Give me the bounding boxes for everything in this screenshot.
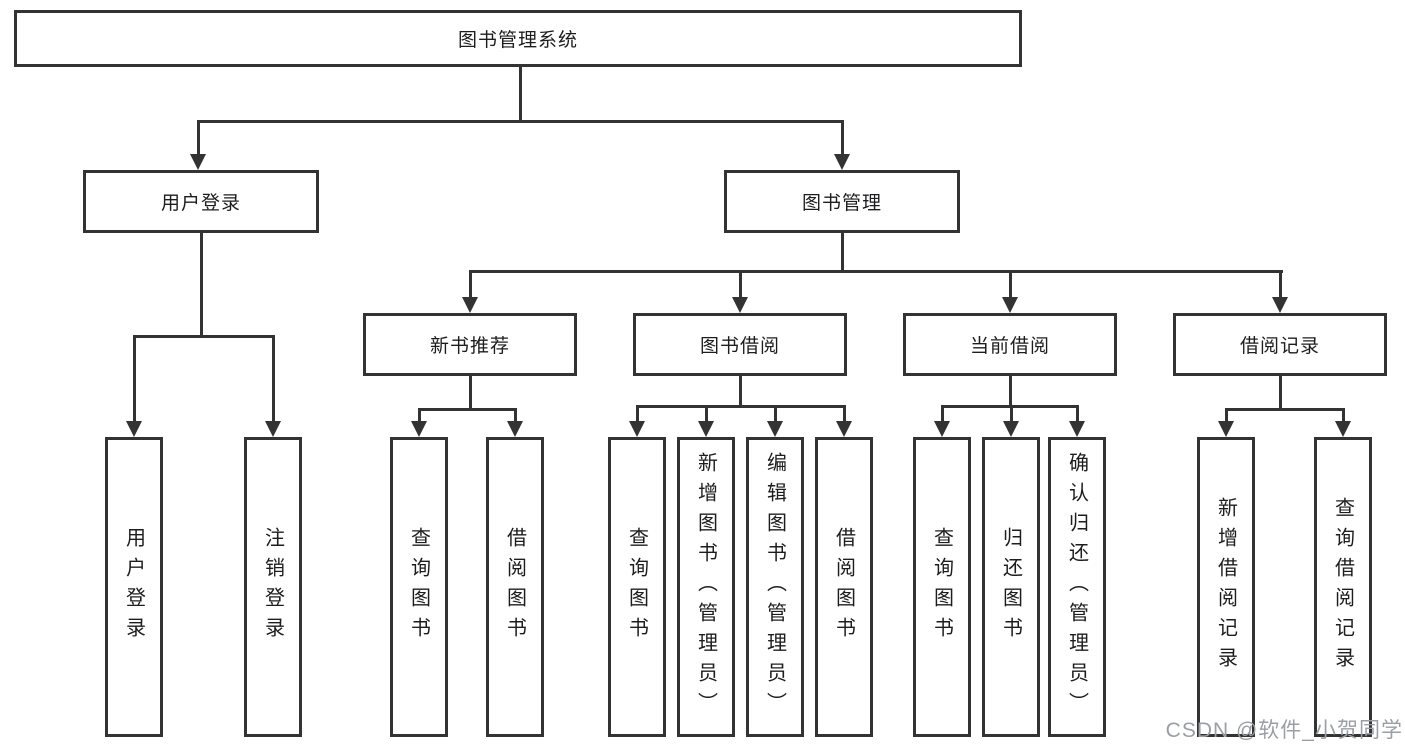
leaf-label: 借阅图书	[832, 527, 855, 647]
leaf-label: 编辑图书（管理员）	[763, 452, 786, 722]
leaf-borrow-books-borrowing: 借阅图书	[815, 437, 873, 737]
node-user-login: 用户登录	[83, 170, 319, 233]
arrowhead-down-icon	[1003, 405, 1019, 437]
arrowhead-down-icon	[1002, 270, 1018, 313]
arrowhead-down-icon	[629, 405, 645, 437]
connector-user-login-hline	[132, 335, 275, 338]
leaf-edit-books-admin: 编辑图书（管理员）	[746, 437, 804, 737]
arrowhead-down-icon	[1069, 405, 1085, 437]
csdn-watermark: CSDN @软件_小贺同学	[1165, 719, 1403, 742]
leaf-label: 查询图书	[625, 527, 648, 647]
connector-book-borrowing-vline	[738, 376, 742, 407]
leaf-return-books: 归还图书	[982, 437, 1040, 737]
leaf-user-login: 用户登录	[105, 437, 163, 737]
leaf-label: 注销登录	[261, 527, 284, 647]
node-library-management-system: 图书管理系统	[14, 10, 1022, 67]
leaf-label: 查询图书	[930, 527, 953, 647]
arrowhead-down-icon	[698, 405, 714, 437]
arrowhead-down-icon	[462, 270, 478, 313]
arrowhead-down-icon	[126, 335, 142, 437]
leaf-label: 新增图书（管理员）	[694, 452, 717, 722]
leaf-label: 借阅图书	[503, 527, 526, 647]
arrowhead-down-icon	[1218, 408, 1234, 437]
node-book-borrowing: 图书借阅	[633, 313, 847, 376]
connector-root-vline	[518, 67, 522, 120]
leaf-query-books-current: 查询图书	[913, 437, 971, 737]
connector-borrowing-records-vline	[1278, 376, 1282, 410]
arrowhead-down-icon	[836, 405, 852, 437]
arrowhead-down-icon	[732, 270, 748, 313]
leaf-add-books-admin: 新增图书（管理员）	[677, 437, 735, 737]
arrowhead-down-icon	[834, 120, 850, 170]
leaf-label: 确认归还（管理员）	[1065, 452, 1088, 722]
leaf-logout: 注销登录	[244, 437, 302, 737]
leaf-label: 新增借阅记录	[1214, 497, 1237, 677]
arrowhead-down-icon	[934, 405, 950, 437]
connector-borrowing-records-hline	[1224, 408, 1345, 411]
node-current-borrowing: 当前借阅	[903, 313, 1117, 376]
leaf-borrow-books-recommend: 借阅图书	[486, 437, 544, 737]
leaf-label: 用户登录	[122, 527, 145, 647]
leaf-query-books-borrowing: 查询图书	[608, 437, 666, 737]
leaf-query-borrow-record: 查询借阅记录	[1314, 437, 1372, 737]
connector-book-management-vline	[840, 233, 844, 272]
arrowhead-down-icon	[1272, 270, 1288, 313]
connector-new-book-vline	[468, 376, 472, 410]
connector-new-book-hline	[417, 408, 517, 411]
arrowhead-down-icon	[507, 408, 523, 437]
arrowhead-down-icon	[1335, 408, 1351, 437]
node-book-management: 图书管理	[724, 170, 960, 233]
arrowhead-down-icon	[767, 405, 783, 437]
arrowhead-down-icon	[411, 408, 427, 437]
leaf-label: 查询图书	[407, 527, 430, 647]
leaf-add-borrow-record: 新增借阅记录	[1197, 437, 1255, 737]
arrowhead-down-icon	[190, 120, 206, 170]
node-borrowing-records: 借阅记录	[1173, 313, 1387, 376]
connector-level2-hline	[196, 120, 844, 123]
leaf-label: 归还图书	[999, 527, 1022, 647]
leaf-query-books-recommend: 查询图书	[390, 437, 448, 737]
node-new-book-recommend: 新书推荐	[363, 313, 577, 376]
leaf-label: 查询借阅记录	[1331, 497, 1354, 677]
connector-current-borrowing-vline	[1008, 376, 1012, 407]
arrowhead-down-icon	[265, 335, 281, 437]
connector-book-borrowing-hline	[635, 405, 846, 408]
connector-user-login-vline	[199, 233, 203, 337]
connector-level3-hline	[468, 270, 1283, 273]
leaf-confirm-return-admin: 确认归还（管理员）	[1048, 437, 1106, 737]
